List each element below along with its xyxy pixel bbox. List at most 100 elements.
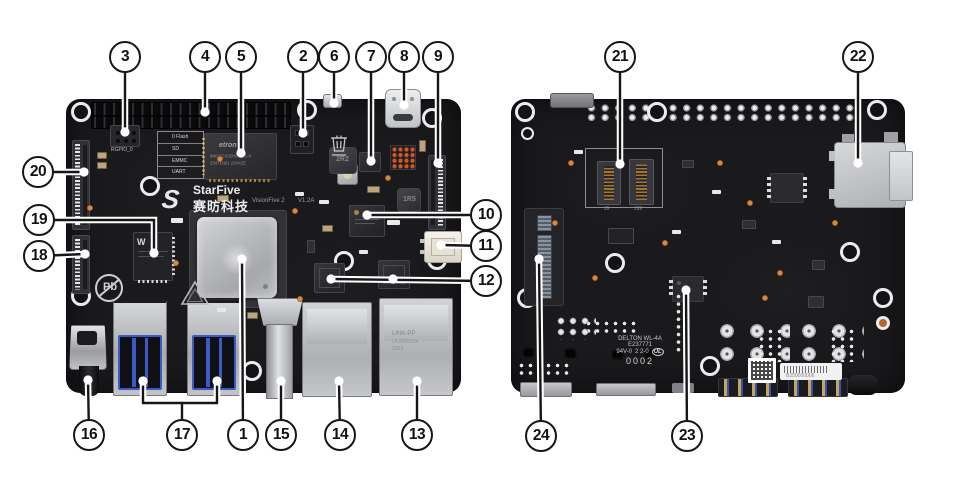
passive-component [608,228,634,244]
copper-pad [717,160,723,166]
version-text: V1.2A [298,198,315,204]
callout-1: 1 [227,419,259,451]
inductor-2r2: 2R2 [329,147,357,174]
callout-18: 18 [23,240,55,272]
passive-component [742,220,756,229]
through-hole-pads [556,316,596,340]
copper-ring-pad [876,316,890,330]
m2-slot [524,208,564,306]
callout-17: 17 [166,419,198,451]
ram-marking: 8WA2CX32H2-10G-X [210,154,252,160]
usb-tongue [192,335,236,390]
ethernet-port-left [302,302,372,397]
copper-pad [568,160,574,166]
callout-3: 3 [109,41,141,73]
callout-24: 24 [525,420,557,452]
fpc-connector-left-bottom [72,235,90,294]
passive-component [367,186,380,193]
passive-component [217,195,229,202]
audio-jack [69,325,107,370]
passive-component [322,225,333,232]
front-board: RGPIO_0 0 Flash SD EMMC UART etron 8WA2C… [67,89,462,399]
copper-pad [173,260,179,266]
triangle-silkscreen [180,280,210,305]
top-edge-connector [550,93,594,108]
passive-component [574,150,583,154]
mounting-hole [605,253,625,273]
plastic-post [611,349,624,360]
mounting-hole [873,288,893,308]
bottom-edge-connector [596,383,656,396]
soc-chip [197,217,277,298]
callout-15: 15 [265,419,297,451]
mounting-hole [515,102,535,122]
fan-connector [420,231,462,263]
usb3-port-left [113,300,167,396]
bottom-edge-connector [520,382,572,397]
copper-pad [662,240,668,246]
copper-pad [297,296,303,302]
mounting-hole [867,100,887,120]
plastic-post [564,348,577,359]
top-edge-button [323,94,342,108]
passive-component [712,190,721,194]
fpc-connector-left-top [72,140,90,230]
pmic-chip [349,205,385,237]
ethernet-port-right: LINK-PP LPJG16314 2203 [379,298,453,396]
callout-21: 21 [604,41,636,73]
silkscreen-line: 94V-0 [616,349,632,355]
callout-16: 16 [73,419,105,451]
mounting-hole [297,100,317,120]
callout-8: 8 [388,41,420,73]
pb-free-icon: Pb [95,274,123,302]
callout-23: 23 [671,420,703,452]
hdmi-port-cap [257,298,303,326]
passive-component [171,218,183,223]
callout-22: 22 [842,41,874,73]
mounting-hole [700,356,720,376]
microsd-tab [842,134,854,142]
mounting-hole [140,176,160,196]
orange-pad-array [390,145,416,170]
copper-pad [747,200,753,206]
plastic-post [522,347,535,358]
callout-2: 2 [287,41,319,73]
spi-flash-chip [767,173,807,203]
fpc-through-holes [675,293,685,353]
ul-mark: UL [651,348,664,356]
usb-tongue [118,335,162,390]
mounting-hole [521,127,534,140]
brand-text: StarFive [193,183,241,197]
silkscreen-line: DELTON WL-4A [618,336,662,342]
wifi-module: W [133,232,175,283]
gpio-through-holes [585,103,857,122]
passive-component [97,162,107,169]
fpc-connector-right [428,155,446,230]
boot-mode-row: SD [158,144,203,156]
passive-component [808,296,824,308]
callout-19: 19 [23,204,55,236]
usb-c-port [385,89,421,128]
callout-12: 12 [470,265,502,297]
b2b-label-j9: J9 [604,206,610,212]
model-text: VisionFive 2 [252,198,285,204]
mounting-hole [647,102,667,122]
b2b-label-j99: J99 [634,206,643,212]
boot-mode-table: 0 Flash SD EMMC UART [157,131,204,179]
mounting-hole [242,361,262,381]
weee-bin-icon [331,135,347,156]
through-hole-pads [758,328,786,362]
ram-chip: etron 8WA2CX32H2-10G-X 23471N01 2S042E [202,133,277,182]
passive-component [295,192,304,196]
serial-label: B250000006 [780,363,842,380]
ram-brand: etron [219,142,237,149]
copper-pad [762,295,768,301]
plastic-post [644,349,657,360]
boot-mode-row: UART [172,169,186,176]
passive-component [772,240,781,244]
audio-jack-back [848,375,878,395]
mounting-hole [422,108,442,128]
copper-pad [292,208,298,214]
callout-9: 9 [422,41,454,73]
starfive-logo-icon: S [160,184,181,214]
